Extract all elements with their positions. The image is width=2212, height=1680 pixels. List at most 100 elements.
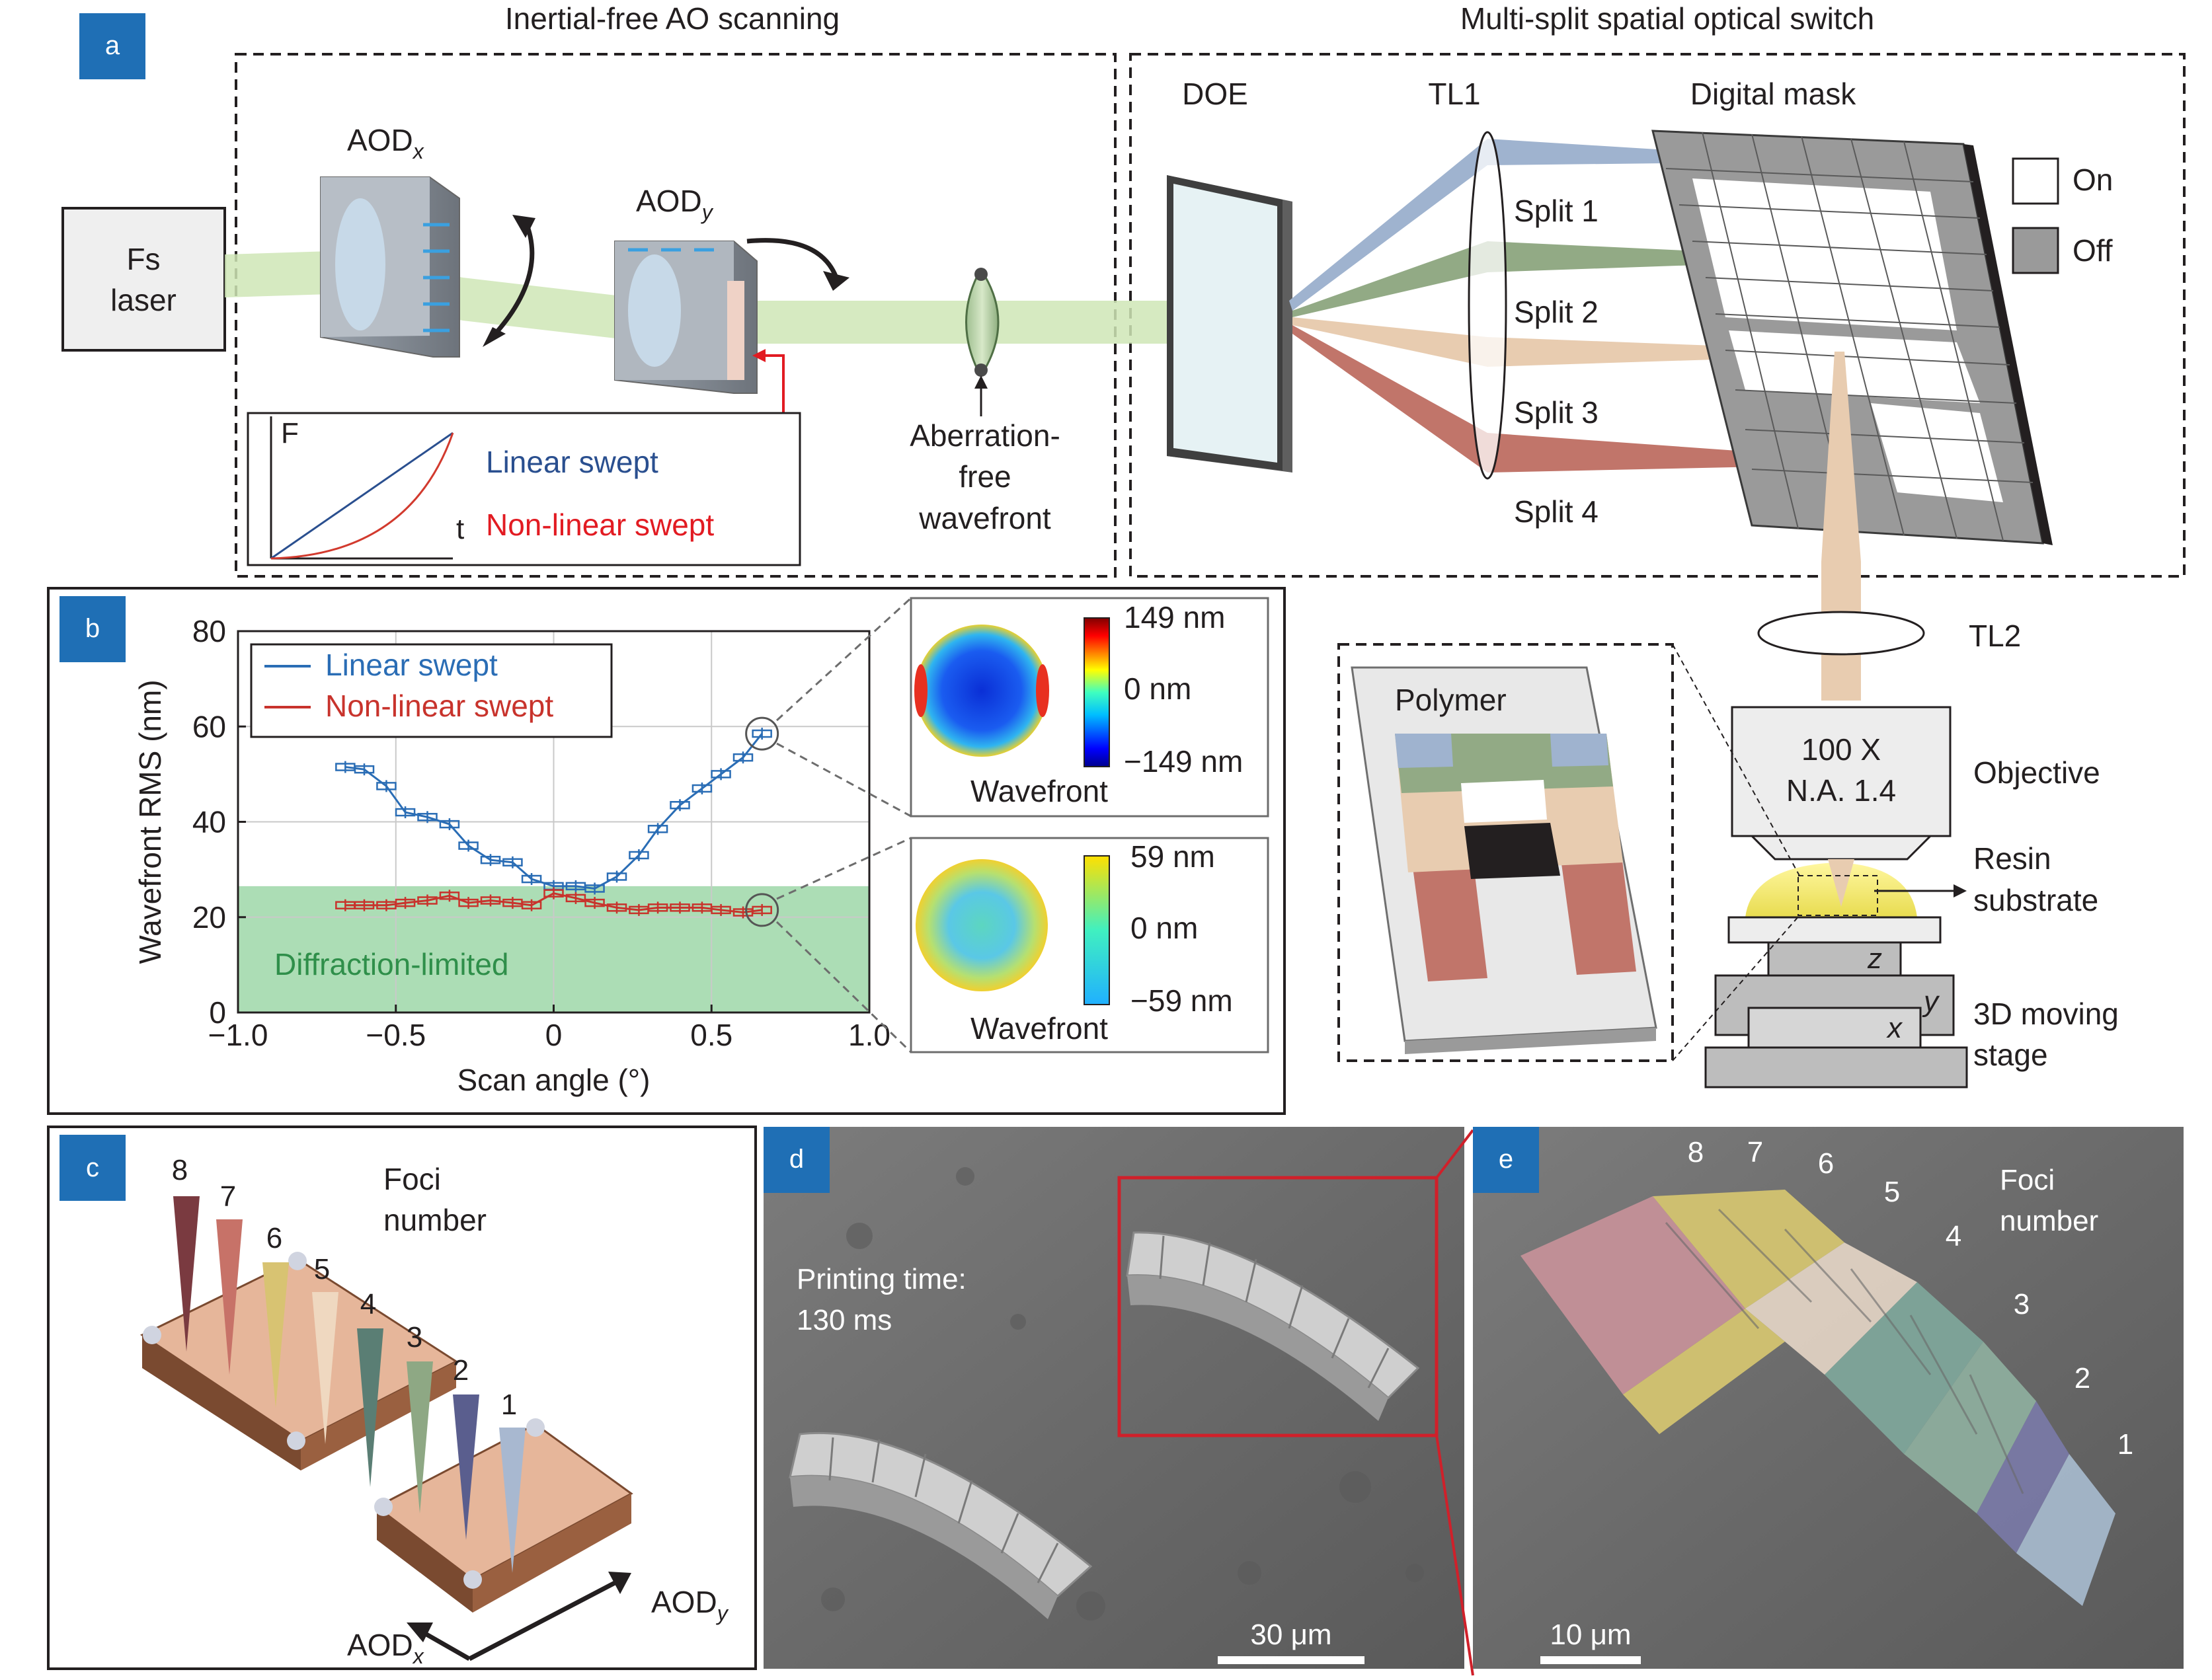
aody-arrowhead bbox=[823, 271, 849, 291]
x-tick-label-1: −0.5 bbox=[366, 1018, 426, 1052]
objective-label: Objective bbox=[1973, 755, 2100, 790]
panel-b-frame bbox=[47, 587, 1286, 1115]
wavefront-map-1 bbox=[916, 625, 1048, 757]
aodx-arrowhead-top bbox=[512, 215, 535, 238]
highlight-linear-end bbox=[745, 716, 779, 751]
colorbar-2-max: 59 nm bbox=[1130, 839, 1215, 874]
focus-cone bbox=[1828, 859, 1854, 907]
aodx-axis-label: AODx bbox=[347, 1628, 424, 1668]
badge-a-label: a bbox=[105, 31, 120, 60]
y-tick-label-4: 80 bbox=[192, 614, 226, 648]
focus-cone-2 bbox=[453, 1394, 479, 1540]
y-tick-label-3: 60 bbox=[192, 709, 226, 744]
zoom-box-d bbox=[1117, 1176, 1439, 1437]
sweep-inset-axis-t: t bbox=[456, 513, 464, 545]
y-tick-label-1: 20 bbox=[192, 900, 226, 935]
badge-b bbox=[59, 596, 126, 662]
sweep-linear-curve bbox=[270, 432, 454, 560]
printing-time-line2: 130 ms bbox=[797, 1304, 892, 1336]
stage-z-label: z bbox=[1867, 942, 1882, 975]
zoom-connector-bottom bbox=[1435, 1435, 1474, 1676]
colorbar-1-min: −149 nm bbox=[1124, 744, 1243, 779]
wavefront-2-label: Wavefront bbox=[970, 1011, 1108, 1046]
legend-on-label: On bbox=[2073, 163, 2113, 197]
x-tick-label-2: 0 bbox=[545, 1018, 563, 1052]
tl1-lens bbox=[1468, 131, 1507, 480]
printing-time-line1: Printing time: bbox=[797, 1263, 967, 1295]
aberration-label-line1: Aberration- bbox=[910, 418, 1060, 453]
resin-label-line1: Resin bbox=[1973, 841, 2051, 876]
e-focus-number-4: 4 bbox=[1946, 1220, 1961, 1252]
aodx-rotate-arrow bbox=[487, 220, 535, 342]
focus-number-8: 8 bbox=[172, 1154, 188, 1186]
micro-bridge-large bbox=[1126, 1231, 1420, 1421]
zoom-connector-top bbox=[1435, 1129, 1474, 1179]
panel-d: d Printing time: 130 ms 30 μm bbox=[764, 1127, 1464, 1669]
aody-label: AODy bbox=[636, 184, 714, 224]
sweep-linear-label: Linear swept bbox=[486, 445, 658, 479]
section-title-ao-scanning: Inertial-free AO scanning bbox=[505, 1, 840, 36]
focus-number-3: 3 bbox=[407, 1321, 422, 1354]
aody-axis-arrow bbox=[468, 1580, 616, 1661]
e-focus-number-2: 2 bbox=[2074, 1362, 2090, 1394]
split-1-label: Split 1 bbox=[1514, 194, 1599, 228]
fs-laser-label-line1: Fs bbox=[126, 242, 160, 276]
x-axis-label: Scan angle (°) bbox=[457, 1063, 651, 1097]
section-title-optical-switch: Multi-split spatial optical switch bbox=[1460, 1, 1874, 36]
aody-axis-label: AODy bbox=[651, 1585, 729, 1625]
stage-z bbox=[1767, 941, 1902, 977]
legend-on-swatch bbox=[2012, 157, 2059, 205]
diffraction-label: Diffraction-limited bbox=[274, 947, 508, 981]
fs-laser-box bbox=[61, 207, 226, 352]
focus-cone-5 bbox=[312, 1292, 338, 1444]
aody-axis-arrowhead bbox=[608, 1572, 631, 1594]
e-focus-number-6: 6 bbox=[1818, 1147, 1834, 1180]
objective-body bbox=[1731, 706, 1952, 837]
resin-label-line2: substrate bbox=[1973, 883, 2098, 917]
colorbar-2 bbox=[1084, 855, 1110, 1005]
sem-image-d bbox=[764, 1127, 1464, 1669]
split-beam-3 bbox=[1292, 317, 1838, 367]
foci-label-e-line1: Foci bbox=[2000, 1164, 2055, 1196]
badge-d-label: d bbox=[789, 1145, 804, 1174]
sweep-inset-frame bbox=[247, 412, 801, 566]
x-tick-label-4: 1.0 bbox=[848, 1018, 890, 1052]
split-3-label: Split 3 bbox=[1514, 395, 1599, 430]
aodx-label: AODx bbox=[347, 123, 424, 163]
focus-number-7: 7 bbox=[220, 1180, 236, 1213]
legend-label-0: Linear swept bbox=[325, 648, 498, 682]
stage-y-label: y bbox=[1922, 985, 1940, 1018]
e-focus-number-7: 7 bbox=[1747, 1136, 1763, 1168]
focus-number-6: 6 bbox=[266, 1222, 282, 1254]
colorbar-1-mid: 0 nm bbox=[1124, 671, 1191, 706]
panel-c-frame bbox=[47, 1126, 757, 1670]
split-4-label: Split 4 bbox=[1514, 494, 1599, 529]
x-tick-label-0: −1.0 bbox=[208, 1018, 268, 1052]
aody-device bbox=[614, 241, 758, 394]
objective-mag: 100 X bbox=[1801, 732, 1881, 767]
foci-label-e-line2: number bbox=[2000, 1205, 2098, 1237]
stage-label-line2: stage bbox=[1973, 1038, 2048, 1072]
polymer-inset-frame bbox=[1337, 643, 1674, 1062]
split-beam-2 bbox=[1292, 241, 1811, 317]
wavefront-map-1-lobe-left bbox=[914, 664, 928, 717]
zoom-line-2b bbox=[775, 921, 912, 1053]
aodx-axis-arrow bbox=[422, 1630, 471, 1661]
scale-bar-e bbox=[1540, 1656, 1641, 1664]
split-2-label: Split 2 bbox=[1514, 295, 1599, 329]
badge-c-label: c bbox=[86, 1153, 99, 1182]
digital-mask-label: Digital mask bbox=[1690, 77, 1857, 111]
zoom-line-1a bbox=[775, 597, 912, 722]
doe-plate bbox=[1167, 175, 1292, 473]
resin-pointer-head bbox=[1954, 884, 1967, 897]
wavefront-map-2 bbox=[916, 859, 1048, 991]
focus-number-1: 1 bbox=[501, 1389, 517, 1421]
stage-x-label: x bbox=[1886, 1012, 1903, 1044]
focus-cone-6 bbox=[262, 1262, 289, 1408]
polymer-label: Polymer bbox=[1395, 683, 1507, 717]
badge-d bbox=[764, 1127, 830, 1193]
badge-a bbox=[79, 13, 145, 79]
scale-bar-d-label: 30 μm bbox=[1250, 1619, 1331, 1651]
